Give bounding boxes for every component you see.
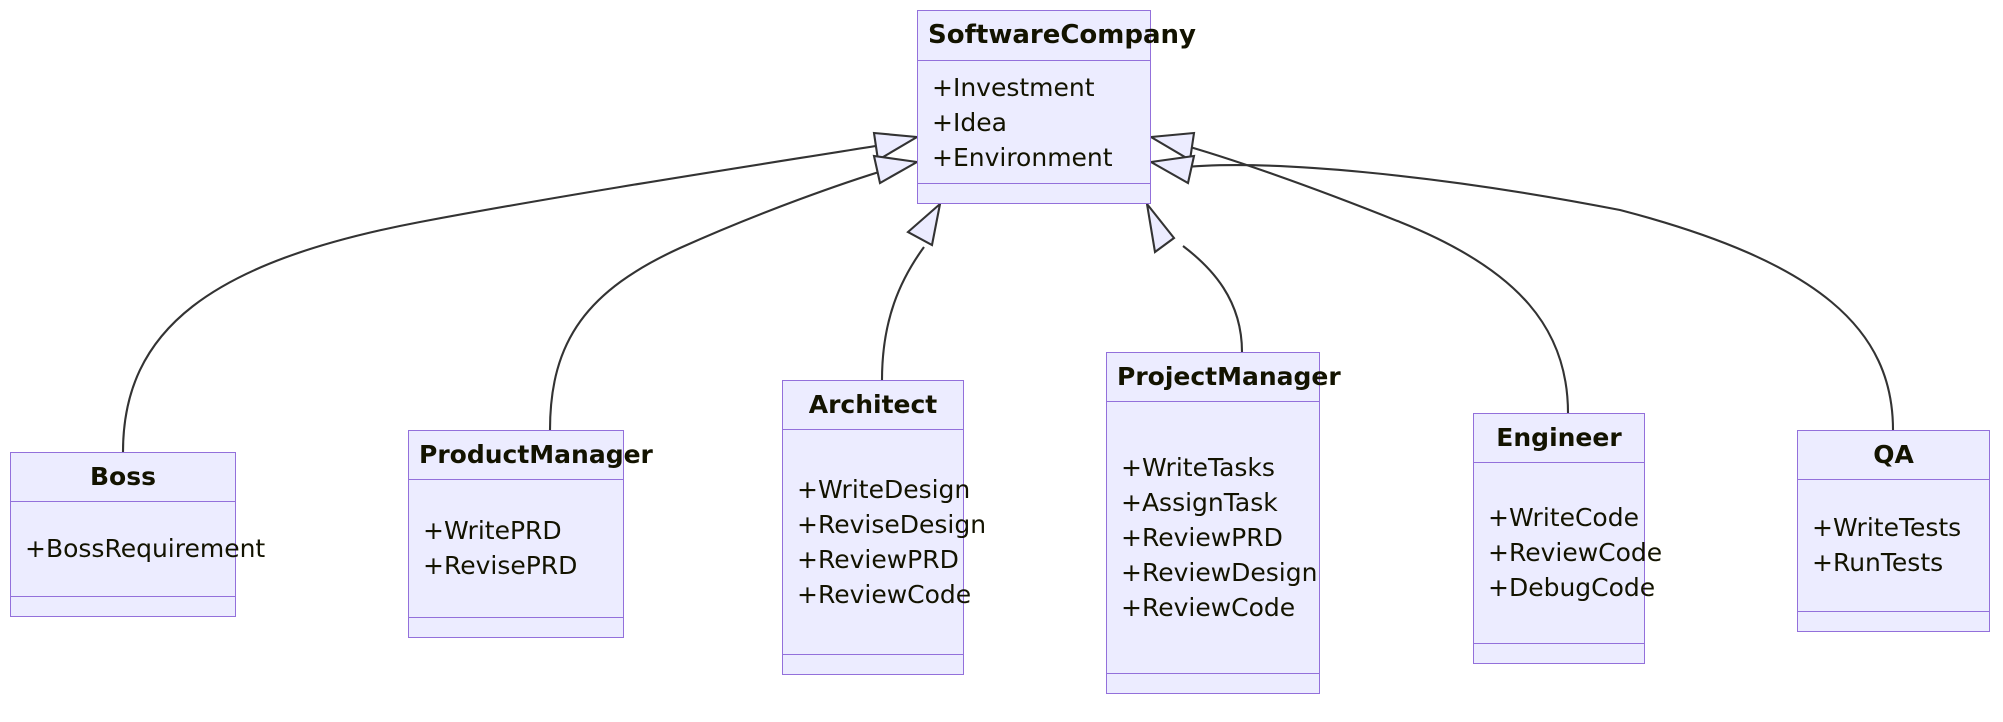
- class-members-productmanager: +WritePRD +RevisePRD: [409, 480, 623, 618]
- class-title-architect: Architect: [783, 381, 963, 430]
- member-item: +WriteTests: [1812, 513, 1962, 542]
- edge-projectmanager-to-softwarecompany: [1182, 245, 1244, 353]
- class-title-qa: QA: [1798, 431, 1989, 480]
- member-item: +ReviseDesign: [797, 509, 987, 539]
- member-item: +RunTests: [1812, 548, 1944, 577]
- class-box-engineer[interactable]: Engineer +WriteCode +ReviewCode +DebugCo…: [1473, 413, 1663, 664]
- member-item: +ReviewPRD: [797, 544, 959, 574]
- member-item: +WriteDesign: [797, 474, 971, 504]
- class-title-productmanager: ProductManager: [409, 431, 653, 480]
- class-methods-projectmanager: [1107, 674, 1319, 693]
- member-item: +WritePRD: [423, 516, 562, 545]
- class-title-projectmanager: ProjectManager: [1107, 353, 1341, 402]
- class-methods-architect: [783, 655, 963, 674]
- class-methods-engineer: [1474, 644, 1644, 663]
- class-box-softwarecompany[interactable]: SoftwareCompany +Investment +Idea +Envir…: [917, 10, 1196, 204]
- class-box-qa[interactable]: QA +WriteTests +RunTests: [1797, 430, 1990, 632]
- member-item: +ReviewPRD: [1121, 522, 1283, 552]
- class-box-boss[interactable]: Boss +BossRequirement: [10, 452, 266, 617]
- arrowhead-engineer-inheritance: [1147, 131, 1196, 162]
- member-item: +Idea: [932, 107, 1007, 137]
- arrowhead-boss-inheritance: [872, 131, 921, 162]
- member-item: +WriteTasks: [1121, 452, 1275, 482]
- class-box-projectmanager[interactable]: ProjectManager +WriteTasks +AssignTask +…: [1106, 352, 1341, 694]
- member-item: +ReviewCode: [1121, 592, 1296, 622]
- class-members-engineer: +WriteCode +ReviewCode +DebugCode: [1474, 463, 1663, 644]
- class-box-architect[interactable]: Architect +WriteDesign +ReviseDesign +Re…: [782, 380, 987, 675]
- member-item: +WriteCode: [1488, 503, 1639, 532]
- class-box-productmanager[interactable]: ProductManager +WritePRD +RevisePRD: [408, 430, 653, 638]
- member-item: +RevisePRD: [423, 551, 578, 580]
- arrowhead-projectmanager-inheritance: [1145, 200, 1176, 254]
- member-item: +ReviewCode: [797, 579, 972, 609]
- member-item: +Environment: [932, 142, 1113, 172]
- arrowhead-architect-inheritance: [906, 201, 942, 247]
- class-members-softwarecompany: +Investment +Idea +Environment: [918, 61, 1150, 184]
- class-members-qa: +WriteTests +RunTests: [1798, 480, 1989, 612]
- class-title-boss: Boss: [11, 453, 235, 502]
- edge-boss-to-softwarecompany: [121, 141, 895, 453]
- class-members-boss: +BossRequirement: [11, 502, 266, 597]
- member-item: +Investment: [932, 72, 1095, 102]
- member-item: +BossRequirement: [25, 534, 266, 563]
- class-methods-boss: [11, 597, 235, 616]
- member-item: +DebugCode: [1488, 573, 1656, 602]
- class-title-softwarecompany: SoftwareCompany: [918, 11, 1196, 61]
- arrowhead-qa-inheritance: [1147, 154, 1196, 185]
- member-item: +ReviewCode: [1488, 538, 1663, 567]
- class-members-projectmanager: +WriteTasks +AssignTask +ReviewPRD +Revi…: [1107, 402, 1319, 674]
- member-item: +AssignTask: [1121, 487, 1278, 517]
- class-title-engineer: Engineer: [1474, 414, 1644, 463]
- member-item: +ReviewDesign: [1121, 557, 1318, 587]
- arrowhead-productmanager-inheritance: [872, 154, 921, 185]
- class-methods-qa: [1798, 612, 1989, 631]
- class-methods-productmanager: [409, 618, 623, 637]
- edge-architect-to-softwarecompany: [880, 246, 925, 381]
- class-members-architect: +WriteDesign +ReviseDesign +ReviewPRD +R…: [783, 430, 987, 655]
- class-methods-softwarecompany: [918, 184, 1150, 203]
